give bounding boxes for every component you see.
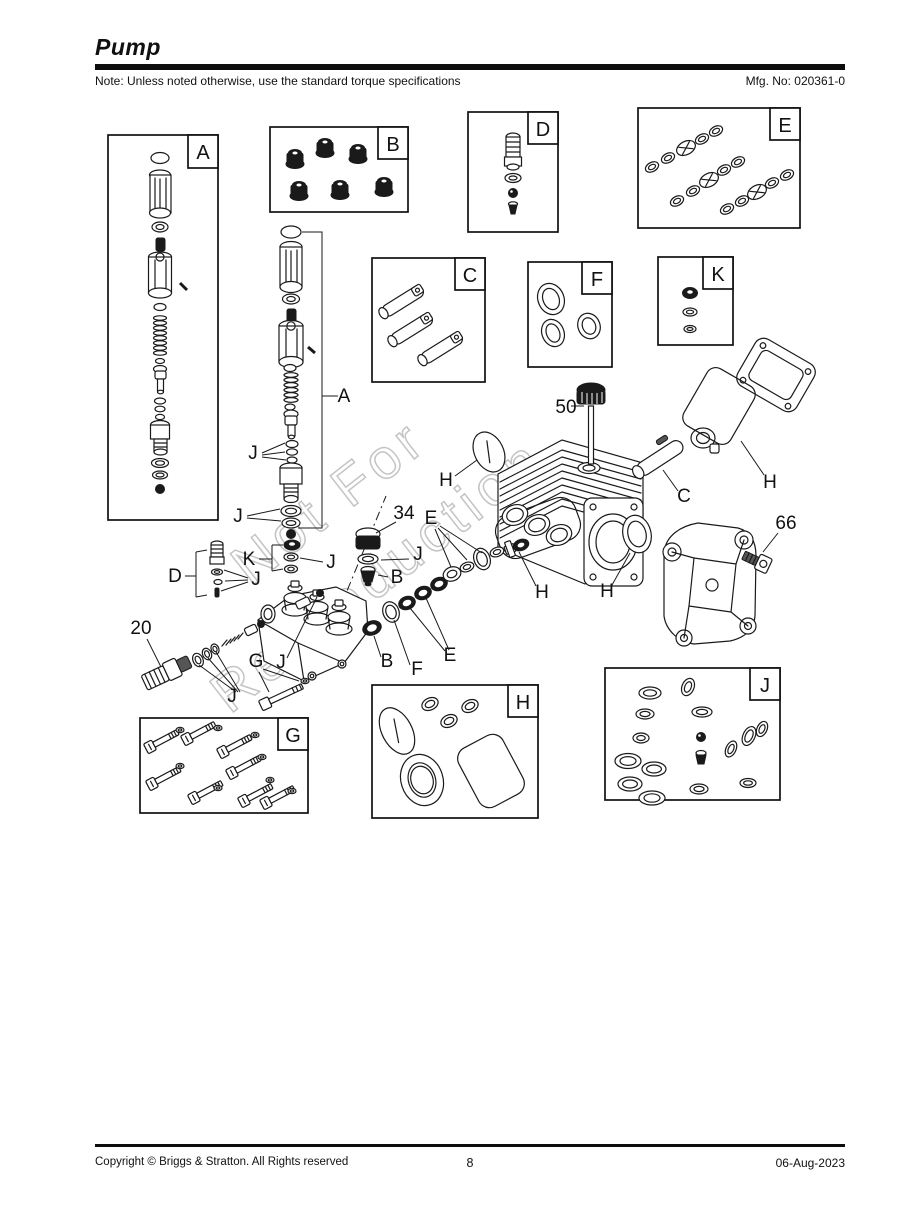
inlet-fitting-20: 20 J [130, 618, 265, 707]
callout-h-seal-left: H [439, 470, 453, 491]
inset-box-b: B [269, 126, 409, 213]
header-rule [95, 64, 845, 70]
callout-b-lower: B [381, 651, 394, 672]
inset-box-g: G [139, 717, 309, 814]
callout-h-cover: H [763, 472, 777, 493]
inset-box-h-label: H [516, 692, 530, 714]
callout-a: A [338, 386, 351, 407]
manifold [257, 580, 369, 682]
callout-34: 34 [393, 503, 415, 524]
callout-c: C [677, 486, 691, 507]
inset-box-a-label: A [196, 142, 210, 164]
bolt-66 [741, 550, 773, 574]
inset-box-d-label: D [536, 119, 550, 141]
callout-e-lower: E [444, 645, 457, 666]
callout-j-top: J [248, 443, 258, 464]
inset-box-b-label: B [386, 134, 399, 156]
inset-box-h: H [371, 684, 539, 819]
callout-j-k: J [326, 552, 336, 573]
page-footer: Copyright © Briggs & Stratton. All Right… [95, 1144, 845, 1170]
page-title: Pump [95, 34, 161, 60]
callout-k: K [243, 549, 256, 570]
inset-box-f: F [527, 261, 613, 368]
footer-rule [95, 1144, 845, 1147]
callout-j-ball: J [276, 652, 286, 673]
oval-seal-left: H [439, 431, 506, 491]
page-number: 8 [466, 1156, 474, 1170]
callout-f: F [411, 659, 423, 680]
callout-j-d: J [251, 569, 261, 590]
inset-box-e: E [637, 107, 801, 229]
inset-box-f-label: F [591, 269, 603, 291]
bearing-bracket: H 66 [600, 513, 797, 647]
callout-j-20: J [227, 686, 237, 707]
inset-box-e-label: E [778, 115, 791, 137]
inset-box-j-label: J [760, 675, 770, 697]
inset-box-g-label: G [285, 725, 301, 747]
valve-stack-assembly: A J J [233, 225, 351, 539]
callout-g: G [249, 651, 264, 672]
thermal-relief-knob: 50 [555, 382, 606, 465]
footer-date: 06-Aug-2023 [775, 1156, 845, 1170]
callout-d: D [168, 566, 182, 587]
page-header: Pump Note: Unless noted otherwise, use t… [95, 34, 845, 88]
callout-e-upper: E [425, 508, 438, 529]
inset-box-d: D [467, 111, 559, 233]
inset-box-j: J [604, 667, 781, 806]
valve-cover-plate: H [682, 337, 816, 493]
piston-seal-row: E H E F B [362, 508, 549, 680]
inset-box-k-label: K [711, 264, 725, 286]
callout-50: 50 [555, 397, 576, 418]
check-valve-34-group: 34 J B [339, 495, 423, 609]
callout-j-34: J [413, 544, 423, 565]
inset-box-c: C [371, 257, 486, 383]
inset-box-a: A [107, 134, 219, 521]
callout-66: 66 [775, 513, 796, 534]
plunger-rod-c: C [631, 427, 720, 507]
copyright-text: Copyright © Briggs & Stratton. All Right… [95, 1156, 349, 1168]
inset-box-k: K [657, 256, 734, 346]
d-valve-group: D J [168, 540, 261, 598]
callout-b-upper: B [391, 567, 404, 588]
inset-box-c-label: C [463, 265, 477, 287]
callout-j-mid: J [233, 506, 243, 527]
torque-note: Note: Unless noted otherwise, use the st… [95, 74, 461, 88]
mfg-number: Mfg. No: 020361-0 [745, 74, 845, 88]
callout-20: 20 [130, 618, 151, 639]
callout-h-seal-mid: H [535, 582, 549, 603]
manifold-bolt-g: G J [249, 596, 318, 711]
pump-head [494, 439, 644, 587]
k-ring-group: K J [243, 539, 336, 574]
callout-h-seal-right: H [600, 581, 614, 602]
